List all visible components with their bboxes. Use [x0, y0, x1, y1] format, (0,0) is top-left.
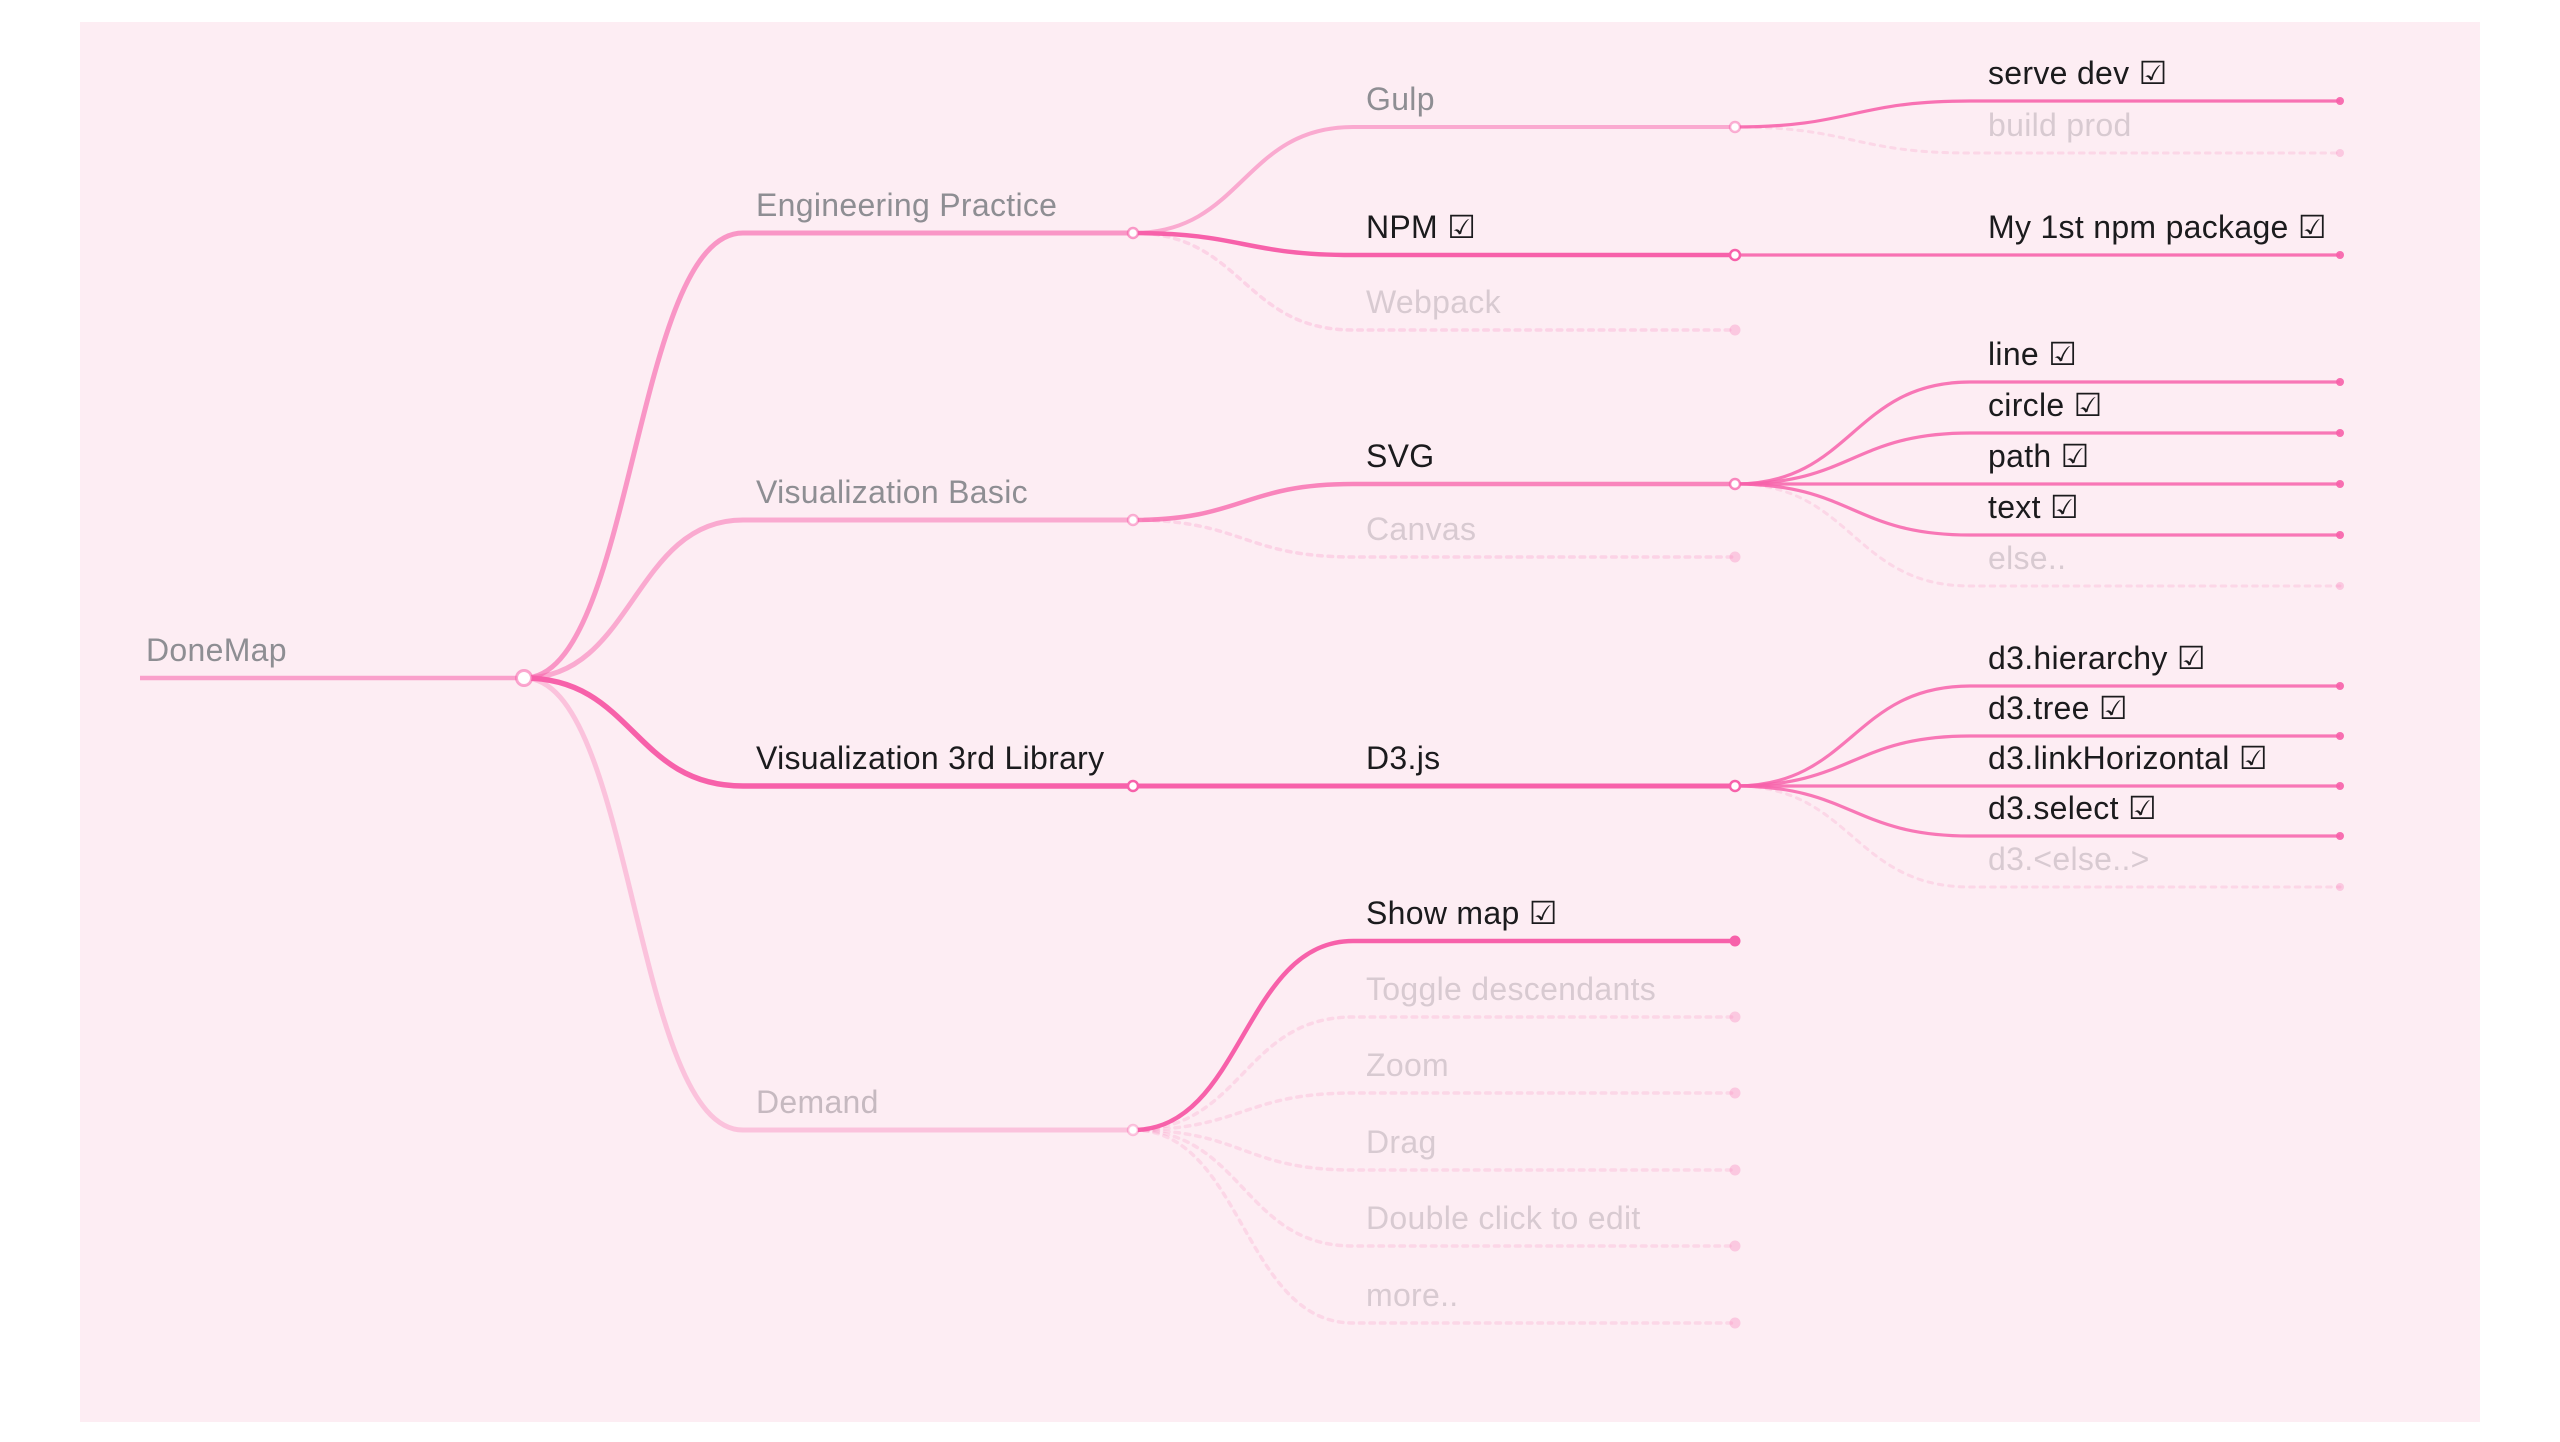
leaf-dot-d3-hierarchy — [2336, 682, 2344, 690]
node-label-webpack[interactable]: Webpack — [1366, 284, 1501, 320]
node-label-d3-select[interactable]: d3.select ☑ — [1988, 790, 2157, 826]
node-label-vis-3rd[interactable]: Visualization 3rd Library — [756, 740, 1105, 776]
leaf-dot-zoom — [1729, 1087, 1741, 1099]
link-double-click-edit — [1131, 1128, 1737, 1248]
node-circle-d3js[interactable] — [1728, 779, 1742, 793]
node-label-svg-circle[interactable]: circle ☑ — [1988, 387, 2103, 423]
link-gulp — [1132, 125, 1735, 235]
node-circle-donemap[interactable] — [515, 669, 533, 687]
leaf-dot-toggle-descendants — [1729, 1011, 1741, 1023]
leaf-dot-d3-select — [2336, 832, 2344, 840]
leaf-dot-svg-line — [2336, 378, 2344, 386]
link-more — [1131, 1128, 1737, 1325]
node-label-d3-tree[interactable]: d3.tree ☑ — [1988, 690, 2128, 726]
node-circle-npm[interactable] — [1728, 248, 1742, 262]
link-webpack — [1131, 231, 1737, 332]
link-toggle-descendants — [1131, 1015, 1737, 1132]
node-circle-demand[interactable] — [1126, 1123, 1140, 1137]
node-circle-gulp[interactable] — [1728, 120, 1742, 134]
node-circle-vis-basic[interactable] — [1126, 513, 1140, 527]
link-d3-select — [1734, 784, 2340, 838]
leaf-dot-serve-dev — [2336, 97, 2344, 105]
leaf-dot-double-click-edit — [1729, 1240, 1741, 1252]
mindmap-links-layer — [140, 97, 2344, 1329]
node-circle-vis-3rd[interactable] — [1126, 779, 1140, 793]
node-label-svg-text[interactable]: text ☑ — [1988, 489, 2079, 525]
link-canvas-node — [1131, 518, 1737, 559]
leaf-dot-d3-tree — [2336, 732, 2344, 740]
node-label-vis-basic[interactable]: Visualization Basic — [756, 474, 1028, 510]
link-build-prod — [1733, 125, 2342, 155]
link-svg — [1132, 481, 1735, 523]
node-label-svg[interactable]: SVG — [1366, 438, 1435, 474]
leaf-dot-webpack — [1729, 324, 1741, 336]
node-label-npm-package[interactable]: My 1st npm package ☑ — [1988, 209, 2327, 245]
leaf-dot-more — [1729, 1317, 1741, 1329]
node-label-show-map[interactable]: Show map ☑ — [1366, 895, 1558, 931]
link-d3-else — [1733, 784, 2342, 889]
node-label-canvas-node[interactable]: Canvas — [1366, 511, 1477, 547]
leaf-dot-svg-text — [2336, 531, 2344, 539]
leaf-dot-canvas-node — [1729, 551, 1741, 563]
node-label-d3-else[interactable]: d3.<else..> — [1988, 841, 2150, 877]
leaf-dot-drag — [1729, 1164, 1741, 1176]
node-label-donemap[interactable]: DoneMap — [146, 632, 287, 668]
node-label-drag[interactable]: Drag — [1366, 1124, 1437, 1160]
node-label-build-prod[interactable]: build prod — [1988, 107, 2132, 143]
leaf-dot-svg-else — [2336, 582, 2344, 590]
link-svg-line — [1734, 380, 2340, 486]
node-label-double-click-edit[interactable]: Double click to edit — [1366, 1200, 1641, 1236]
link-svg-else — [1733, 482, 2342, 588]
link-vis-3rd — [523, 675, 1133, 789]
mindmap-labels-layer: DoneMap Engineering Practice Gulp serve dev… — [80, 22, 2480, 1422]
link-demand — [523, 675, 1133, 1133]
node-label-serve-dev[interactable]: serve dev ☑ — [1988, 55, 2168, 91]
node-label-svg-path[interactable]: path ☑ — [1988, 438, 2090, 474]
leaf-dot-show-map — [1729, 935, 1741, 947]
leaf-dot-build-prod — [2336, 149, 2344, 157]
leaf-dot-npm-package — [2336, 251, 2344, 259]
link-d3-tree — [1734, 734, 2340, 788]
leaf-dot-d3-else — [2336, 883, 2344, 891]
link-serve-dev — [1734, 99, 2340, 129]
node-label-more[interactable]: more.. — [1366, 1277, 1459, 1313]
link-zoom — [1131, 1091, 1737, 1132]
node-label-zoom[interactable]: Zoom — [1366, 1047, 1449, 1083]
mindmap-canvas[interactable]: DoneMap Engineering Practice Gulp serve dev… — [80, 22, 2480, 1422]
node-label-d3js[interactable]: D3.js — [1366, 740, 1441, 776]
node-label-svg-else[interactable]: else.. — [1988, 540, 2067, 576]
link-svg-text — [1734, 482, 2340, 537]
link-engineering — [523, 230, 1133, 681]
node-label-demand[interactable]: Demand — [756, 1084, 879, 1120]
node-label-engineering[interactable]: Engineering Practice — [756, 187, 1058, 223]
node-label-d3-hierarchy[interactable]: d3.hierarchy ☑ — [1988, 640, 2206, 676]
node-label-d3-linkhorizontal[interactable]: d3.linkHorizontal ☑ — [1988, 740, 2268, 776]
link-drag — [1131, 1128, 1737, 1172]
leaf-dot-d3-linkhorizontal — [2336, 782, 2344, 790]
node-circle-engineering[interactable] — [1126, 226, 1140, 240]
node-label-toggle-descendants[interactable]: Toggle descendants — [1366, 971, 1657, 1007]
node-label-npm[interactable]: NPM ☑ — [1366, 209, 1477, 245]
leaf-dot-svg-path — [2336, 480, 2344, 488]
node-circle-svg[interactable] — [1728, 477, 1742, 491]
link-show-map — [1132, 938, 1735, 1133]
link-svg-circle — [1734, 431, 2340, 486]
link-d3-hierarchy — [1734, 684, 2340, 788]
leaf-dot-svg-circle — [2336, 429, 2344, 437]
link-npm — [1132, 230, 1735, 258]
node-label-gulp[interactable]: Gulp — [1366, 81, 1435, 117]
node-label-svg-line[interactable]: line ☑ — [1988, 336, 2078, 372]
link-vis-basic — [523, 517, 1133, 681]
